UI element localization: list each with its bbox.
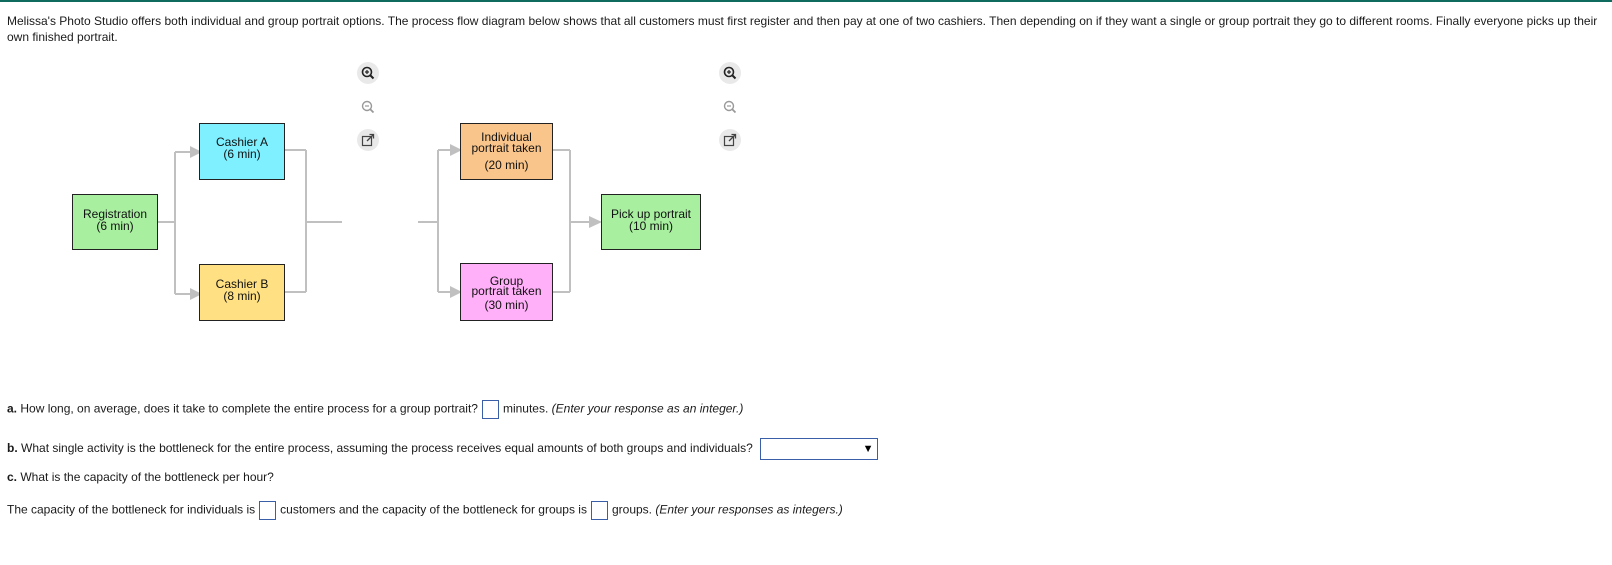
group-label-2: portrait taken — [471, 284, 542, 298]
open-external-button-2[interactable] — [719, 129, 741, 151]
question-b-text: What single activity is the bottleneck f… — [21, 441, 753, 456]
question-a-hint: (Enter your response as an integer.) — [551, 401, 744, 416]
capacity-text-1: The capacity of the bottleneck for indiv… — [7, 502, 256, 517]
question-c: c. What is the capacity of the bottlenec… — [7, 470, 274, 484]
registration-time: (6 min) — [96, 219, 134, 233]
question-a-suffix: minutes. — [502, 401, 549, 416]
intro-text: Melissa's Photo Studio offers both indiv… — [7, 14, 1598, 44]
individual-time: (20 min) — [484, 158, 529, 172]
question-a-label: a. — [7, 401, 18, 416]
chevron-down-icon: ▼ — [862, 443, 874, 455]
question-a: a. How long, on average, does it take to… — [7, 400, 743, 419]
cashier-a-label: Cashier A — [215, 135, 269, 149]
capacity-groups-input[interactable] — [590, 501, 608, 520]
pickup-label: Pick up portrait — [610, 207, 692, 221]
question-b: b. What single activity is the bottlenec… — [7, 438, 879, 460]
registration-label: Registration — [82, 207, 148, 221]
question-c-label: c. — [7, 470, 18, 484]
question-c-text: What is the capacity of the bottleneck p… — [20, 470, 274, 484]
cashier-b-time: (8 min) — [223, 289, 261, 303]
group-time: (30 min) — [484, 298, 529, 312]
pickup-time: (10 min) — [628, 219, 673, 233]
zoom-in-icon — [361, 66, 375, 80]
individual-label: Individual — [481, 130, 532, 144]
question-a-text: How long, on average, does it take to co… — [20, 401, 478, 416]
open-external-icon — [723, 133, 737, 147]
cashier-a-box: Cashier A (6 min) — [199, 123, 285, 180]
question-b-label: b. — [7, 441, 18, 456]
open-external-icon — [361, 133, 375, 147]
cashier-b-box: Cashier B (8 min) — [199, 264, 285, 321]
zoom-in-button-1[interactable] — [357, 62, 379, 84]
bottleneck-select[interactable]: ▼ — [760, 438, 879, 460]
cashier-a-time: (6 min) — [223, 147, 261, 161]
answer-a-input[interactable] — [481, 400, 499, 419]
zoom-out-icon — [723, 100, 737, 114]
group-portrait-box: Group portrait taken (30 min) — [460, 263, 553, 321]
individual-portrait-box: Individual portrait taken (20 min) — [460, 123, 553, 180]
cashier-b-label: Cashier B — [215, 277, 269, 291]
zoom-in-button-2[interactable] — [719, 62, 741, 84]
capacity-hint: (Enter your responses as integers.) — [655, 502, 843, 517]
capacity-text-3: groups. — [611, 502, 653, 517]
zoom-out-icon — [361, 100, 375, 114]
question-c-answer: The capacity of the bottleneck for indiv… — [7, 501, 843, 520]
group-label: Group — [489, 274, 524, 288]
individual-label-2: portrait taken — [471, 141, 542, 155]
capacity-text-2: customers and the capacity of the bottle… — [280, 502, 587, 517]
capacity-individuals-input[interactable] — [259, 501, 277, 520]
open-external-button-1[interactable] — [357, 129, 379, 151]
registration-box: Registration (6 min) — [72, 194, 158, 250]
zoom-out-button-2[interactable] — [719, 96, 741, 118]
zoom-in-icon — [723, 66, 737, 80]
pickup-portrait-box: Pick up portrait (10 min) — [601, 194, 701, 250]
zoom-out-button-1[interactable] — [357, 96, 379, 118]
